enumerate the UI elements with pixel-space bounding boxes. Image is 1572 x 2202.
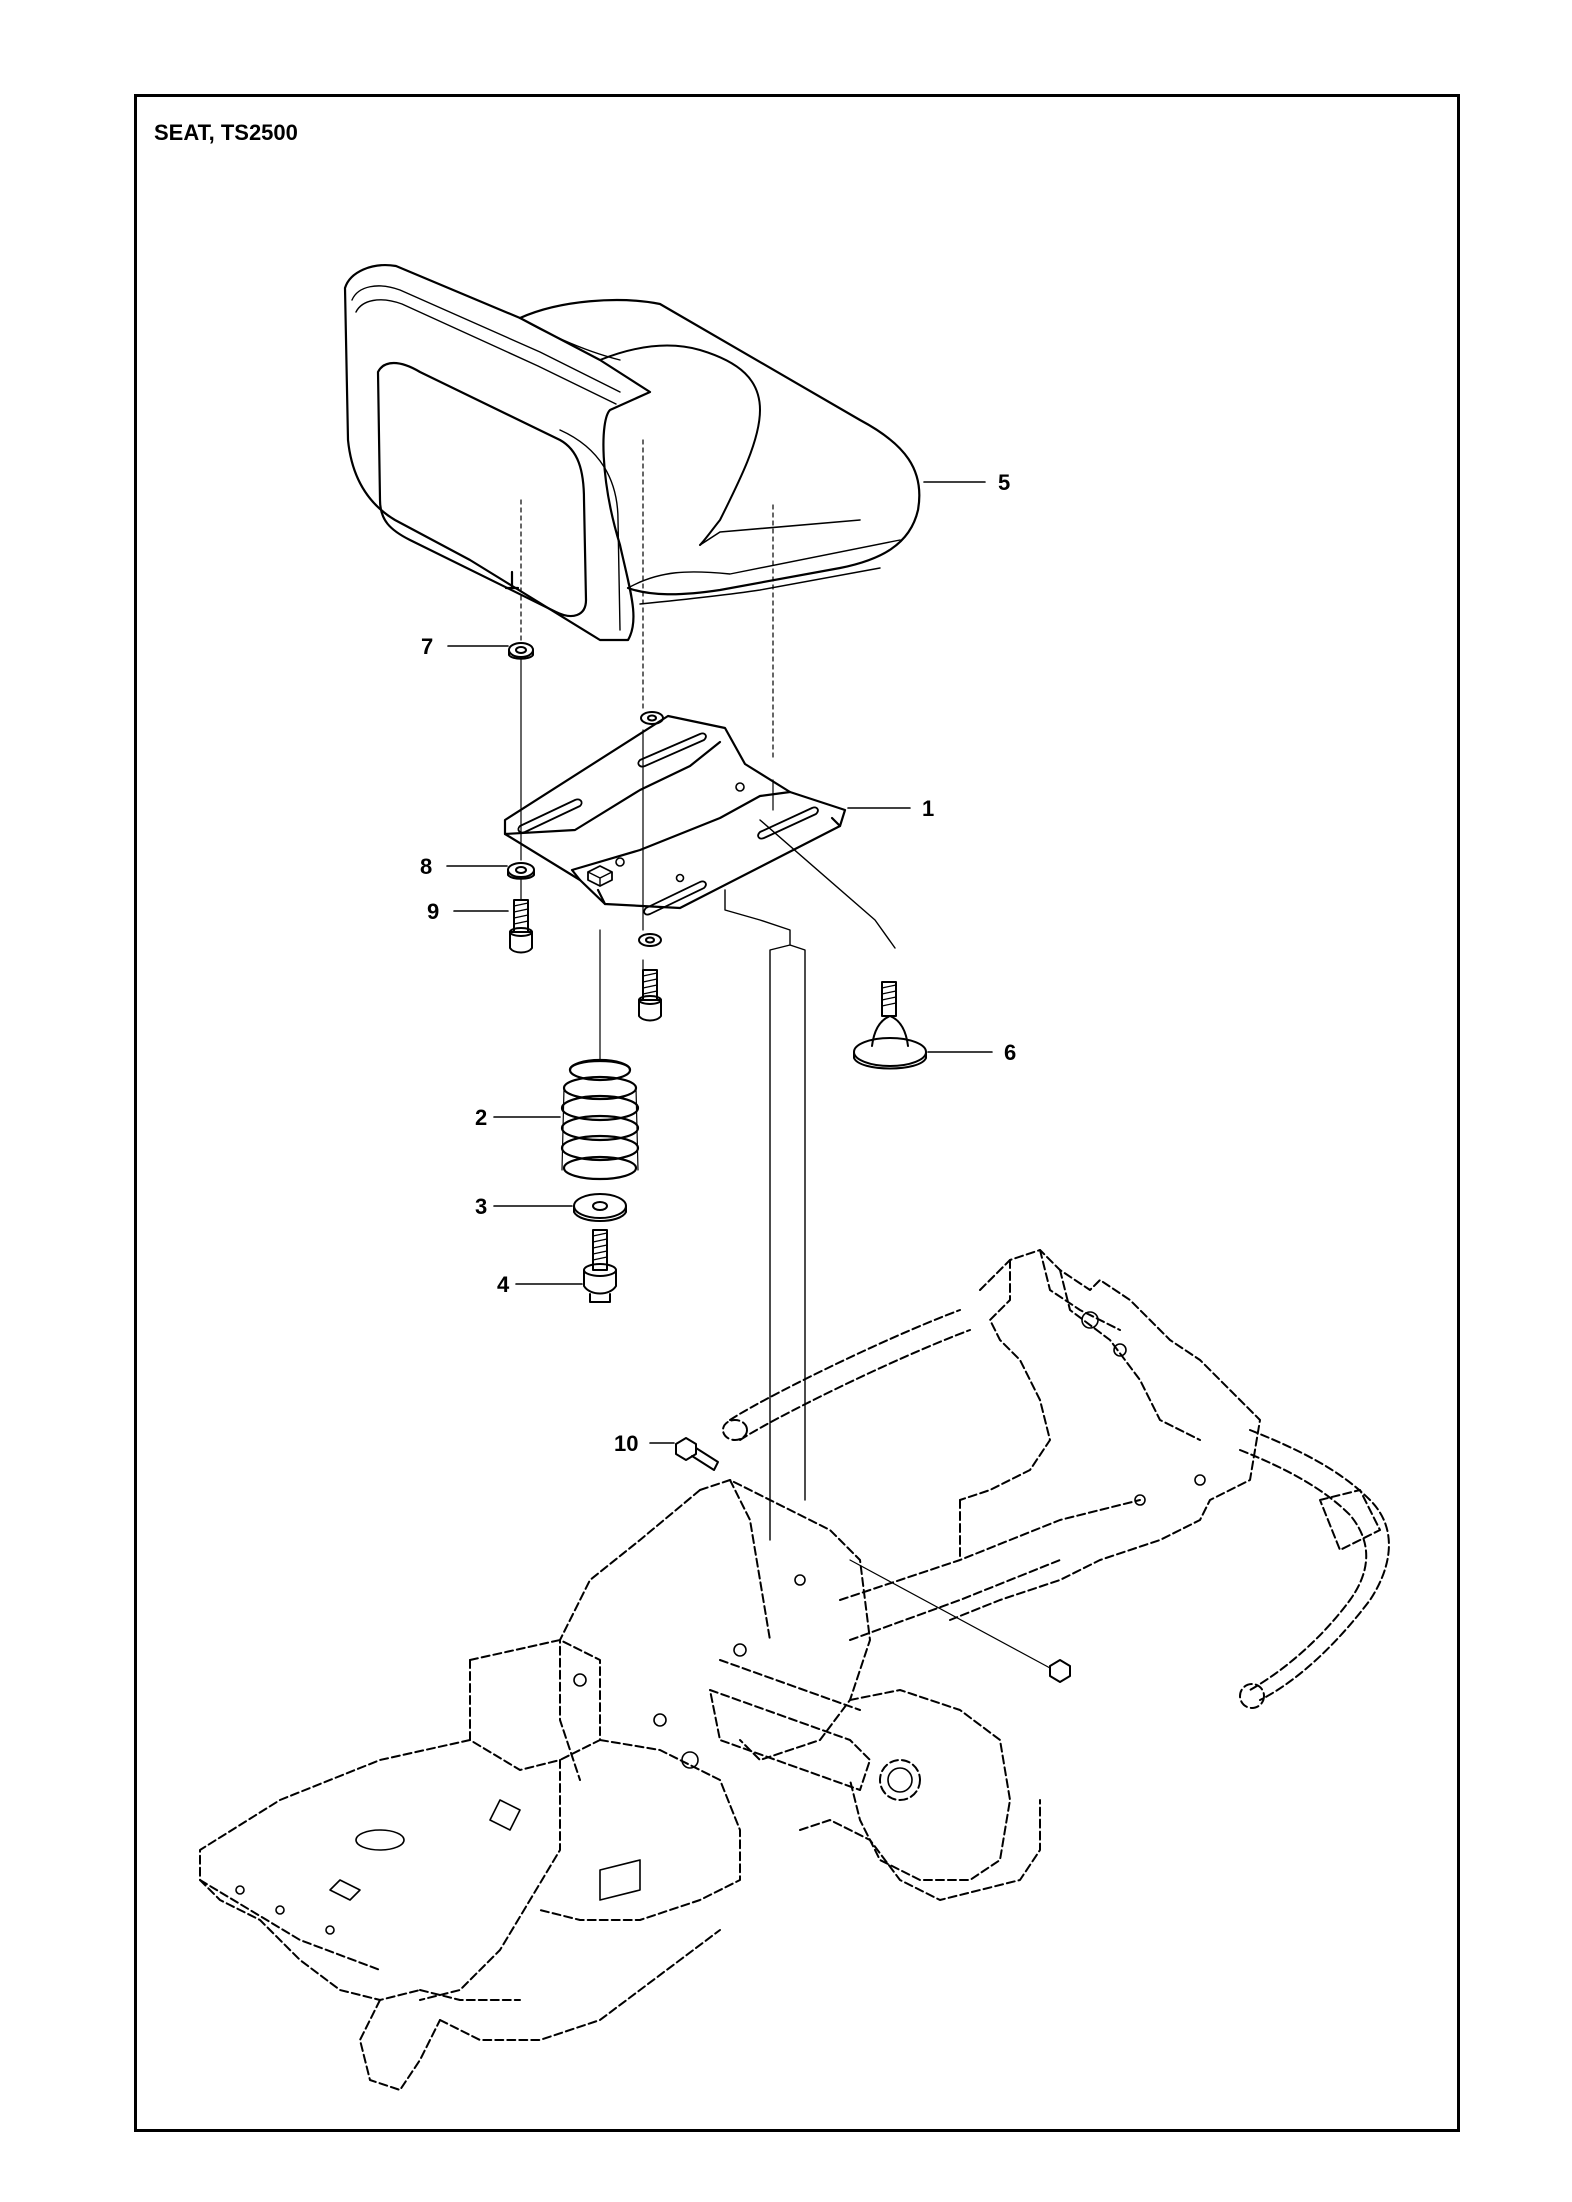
- callout-7: 7: [421, 634, 509, 659]
- spring-part-2: [560, 1058, 640, 1181]
- seat-plate-part: [503, 714, 847, 916]
- callout-1: 1: [847, 796, 934, 821]
- callout-2: 2: [475, 1105, 561, 1130]
- callout-label-5: 5: [998, 470, 1010, 495]
- callout-10: 10: [614, 1431, 675, 1456]
- callout-label-2: 2: [475, 1105, 487, 1130]
- bolt-right: [849, 1559, 1071, 1683]
- callout-8: 8: [420, 854, 508, 879]
- washer-part-8: [507, 862, 535, 880]
- callout-label-8: 8: [420, 854, 432, 879]
- alignment-lines: [520, 439, 774, 761]
- callout-label-9: 9: [427, 899, 439, 924]
- knob-part-6: [853, 981, 927, 1070]
- washer-part-3: [573, 1193, 627, 1222]
- seat-part: [343, 264, 921, 642]
- callout-6: 6: [927, 1040, 1016, 1065]
- chassis-holes: [235, 1311, 1206, 1935]
- drawing-frame: [134, 94, 1460, 2132]
- bolt-lower: [638, 969, 662, 1022]
- callout-label-10: 10: [614, 1431, 638, 1456]
- callout-5: 5: [923, 470, 1010, 495]
- plate-guide: [724, 819, 896, 1541]
- callout-label-3: 3: [475, 1194, 487, 1219]
- washer-part-7: [508, 642, 534, 660]
- bolt-part-10: [675, 1437, 719, 1471]
- bolt-part-4: [583, 1229, 617, 1303]
- bolt-part-9: [509, 899, 533, 954]
- callout-9: 9: [427, 899, 509, 924]
- callout-label-6: 6: [1004, 1040, 1016, 1065]
- callout-label-4: 4: [497, 1272, 510, 1297]
- callout-label-7: 7: [421, 634, 433, 659]
- callout-4: 4: [497, 1272, 583, 1297]
- callout-3: 3: [475, 1194, 573, 1219]
- diagram-title: SEAT, TS2500: [154, 120, 298, 145]
- callout-label-1: 1: [922, 796, 934, 821]
- chassis-frame: [199, 1249, 1390, 2091]
- washer-lower: [638, 933, 662, 947]
